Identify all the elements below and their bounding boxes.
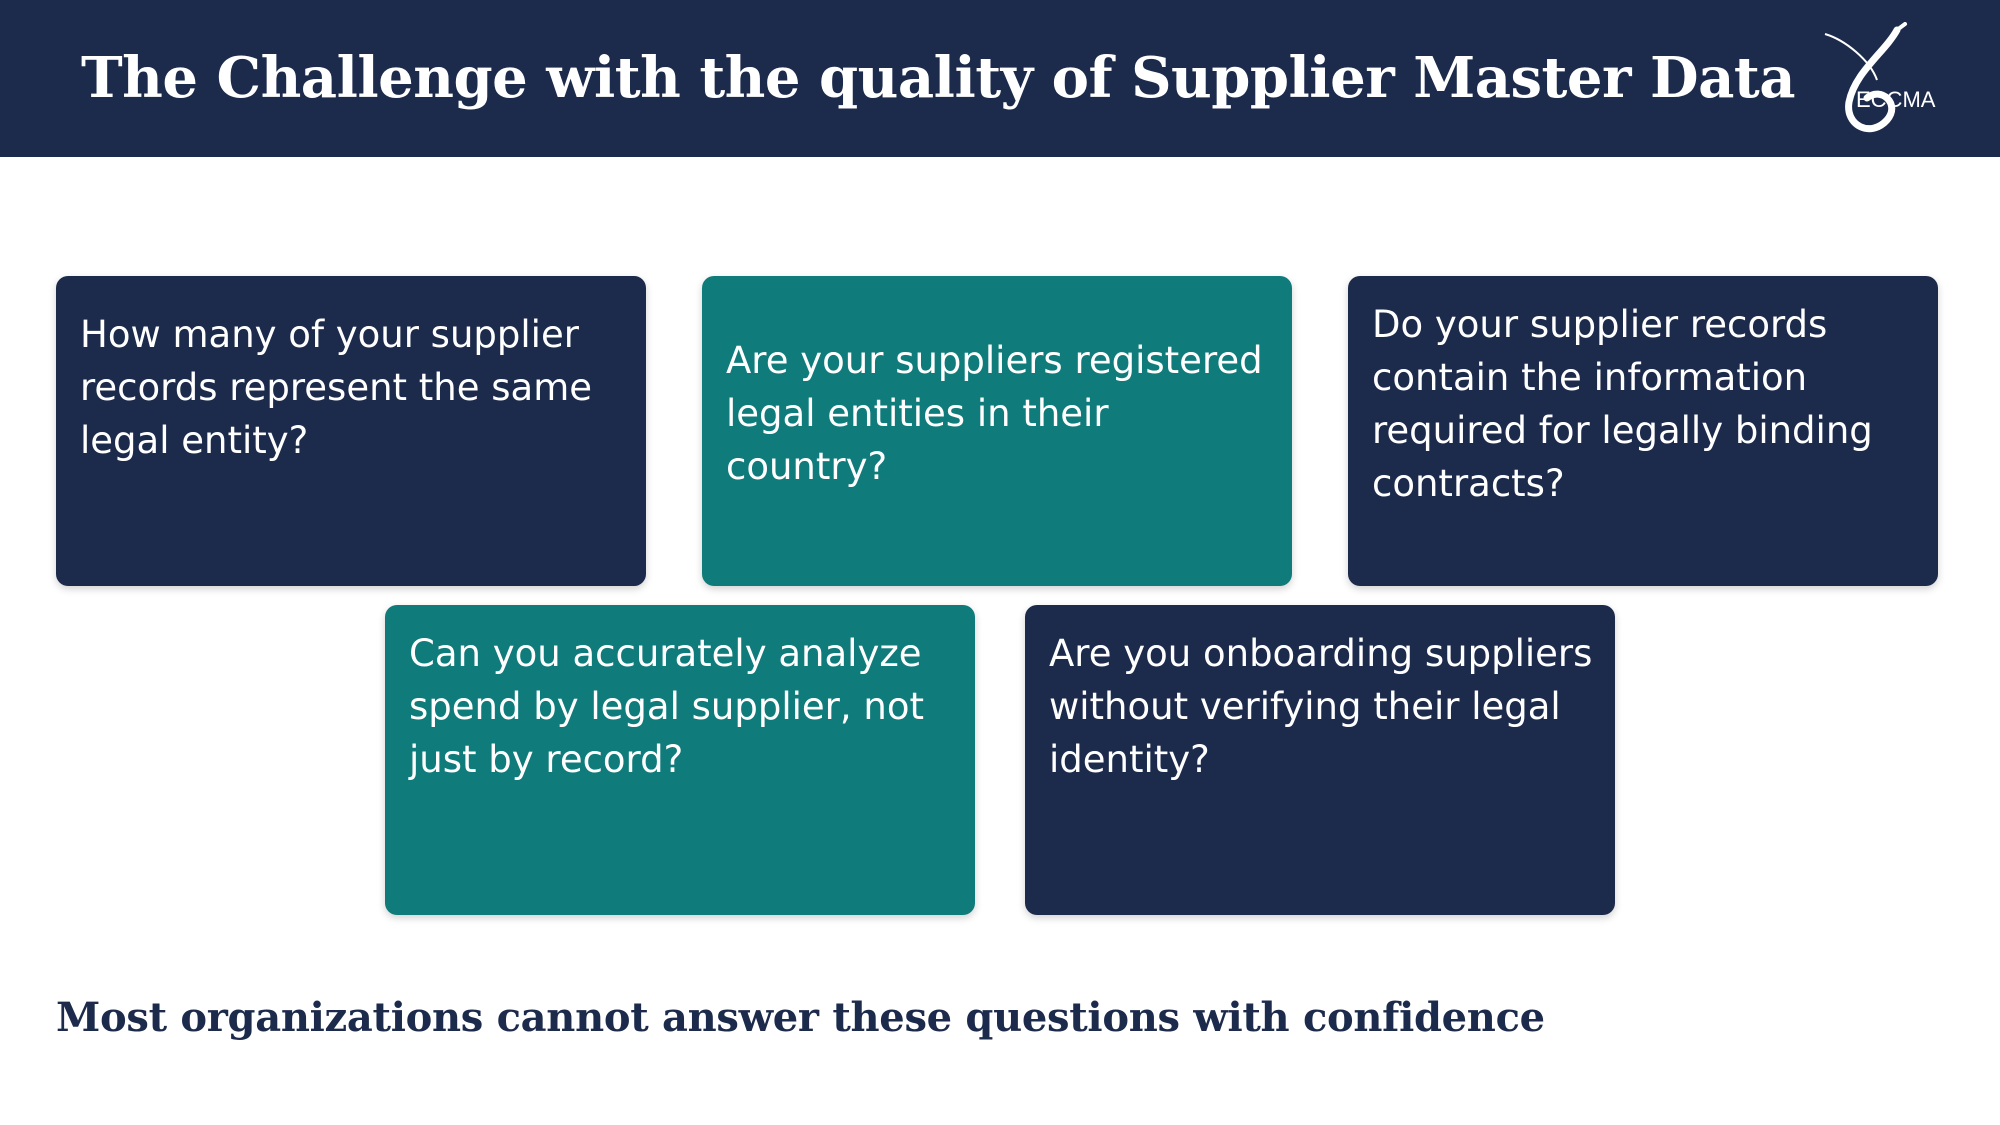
card-text: Do your supplier records contain the inf… (1372, 303, 1873, 505)
question-card-contract-information: Do your supplier records contain the inf… (1348, 276, 1938, 586)
slide-header: The Challenge with the quality of Suppli… (0, 0, 2000, 157)
slide-title: The Challenge with the quality of Suppli… (81, 45, 1796, 111)
footer-statement: Most organizations cannot answer these q… (56, 994, 1545, 1041)
question-card-onboarding-verification: Are you onboarding suppliers without ver… (1025, 605, 1615, 915)
question-card-registered-entities: Are your suppliers registered legal enti… (702, 276, 1292, 586)
card-text: Can you accurately analyze spend by lega… (409, 632, 924, 781)
logo-text: ECCMA (1856, 87, 1936, 112)
eccma-logo: ECCMA (1815, 22, 1945, 142)
question-card-spend-analysis: Can you accurately analyze spend by lega… (385, 605, 975, 915)
question-card-duplicate-entities: How many of your supplier records repres… (56, 276, 646, 586)
card-text: Are you onboarding suppliers without ver… (1049, 632, 1593, 781)
card-text: Are your suppliers registered legal enti… (726, 339, 1263, 488)
card-text: How many of your supplier records repres… (80, 313, 593, 462)
eccma-logo-icon (1824, 22, 1907, 133)
